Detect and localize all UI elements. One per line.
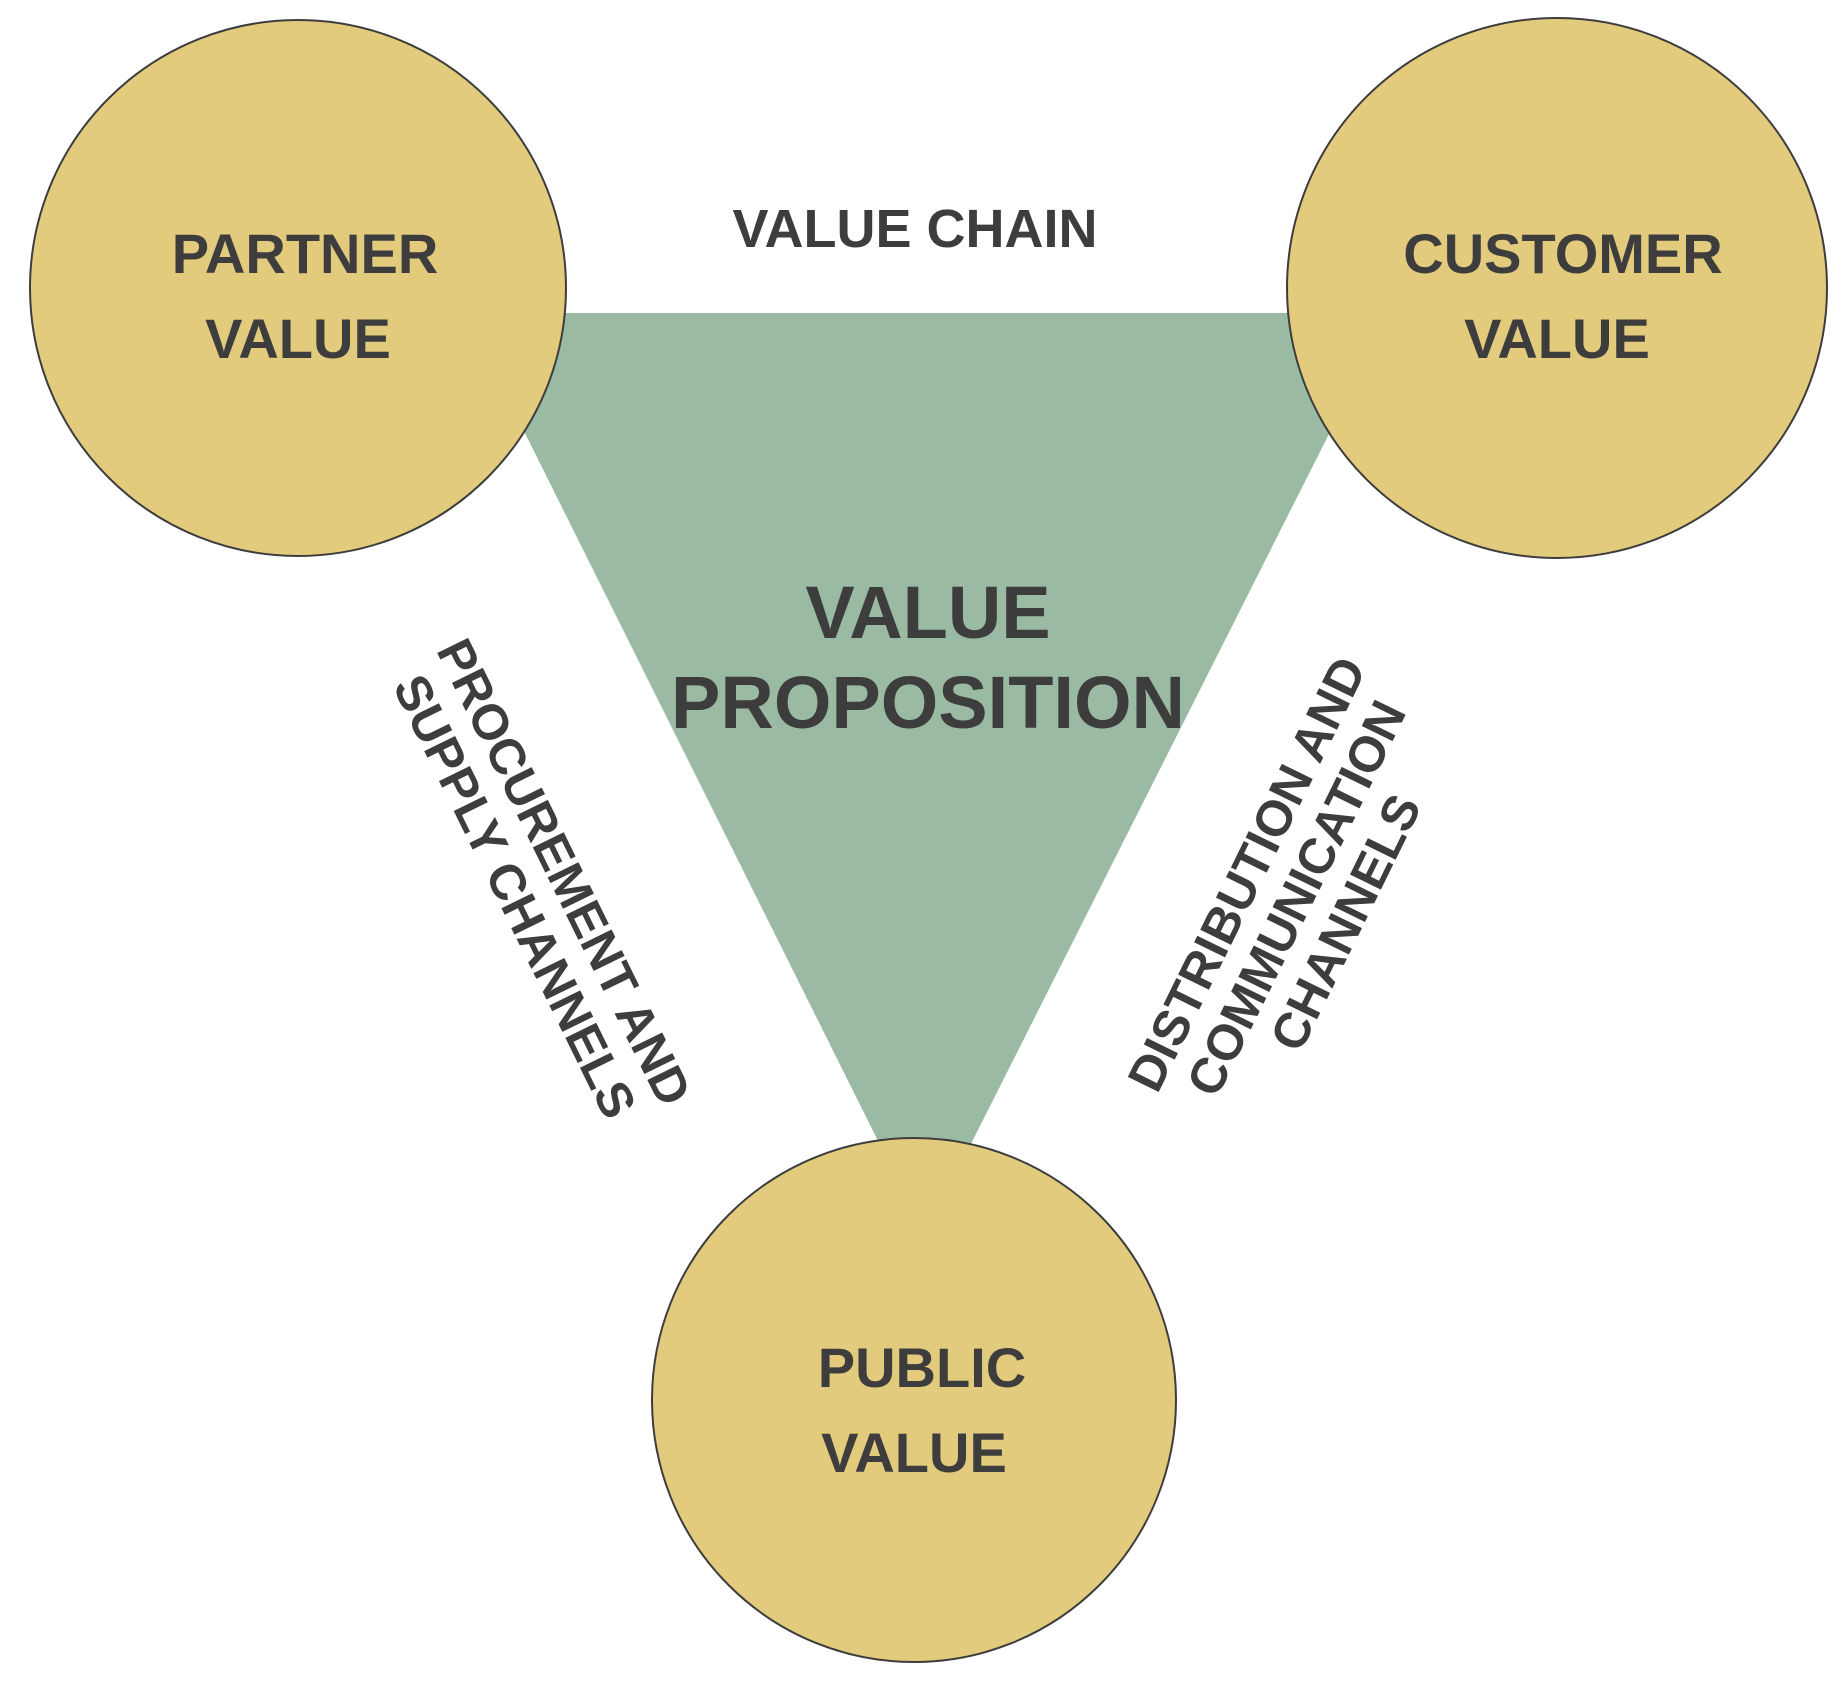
public-value-circle bbox=[651, 1137, 1177, 1663]
customer-value-line2: VALUE bbox=[1464, 307, 1650, 370]
partner-value-circle bbox=[29, 19, 567, 557]
center-label-line1: VALUE bbox=[805, 571, 1050, 654]
node-customer-value: CUSTOMER VALUE bbox=[1286, 17, 1828, 559]
partner-value-line2: VALUE bbox=[205, 307, 391, 370]
edge-label-value-chain: VALUE CHAIN bbox=[732, 199, 1097, 259]
public-value-line1: PUBLIC bbox=[818, 1336, 1026, 1399]
customer-value-line1: CUSTOMER bbox=[1403, 222, 1722, 285]
edge-label-procurement: PROCUREMENT AND SUPPLY CHANNELS bbox=[382, 630, 702, 1127]
partner-value-line1: PARTNER bbox=[172, 222, 439, 285]
node-public-value: PUBLIC VALUE bbox=[651, 1137, 1177, 1663]
customer-value-circle bbox=[1286, 17, 1828, 559]
node-partner-value: PARTNER VALUE bbox=[29, 19, 567, 557]
value-proposition-triangle bbox=[465, 313, 1390, 1235]
center-label-line2: PROPOSITION bbox=[671, 661, 1185, 744]
public-value-line2: VALUE bbox=[821, 1421, 1007, 1484]
